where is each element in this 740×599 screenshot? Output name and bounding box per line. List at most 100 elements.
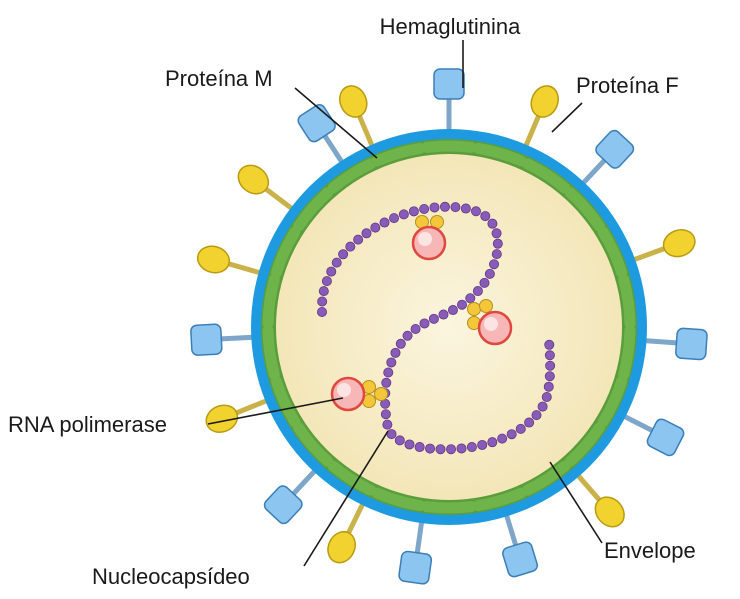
f-protein-oval	[237, 164, 270, 195]
hemagglutinin-stalk	[414, 518, 425, 556]
rna-polymerase-complex	[411, 215, 447, 261]
f-protein-head	[196, 245, 231, 274]
f-protein-oval	[205, 404, 239, 433]
matrix-protein-segment	[262, 273, 280, 329]
nucleocapsid-bead	[515, 423, 526, 434]
matrix-protein-segment	[262, 325, 280, 381]
f-protein-head	[205, 404, 239, 433]
nucleocapsid-bead	[435, 444, 446, 455]
hemagglutinin-stalk	[642, 338, 679, 346]
nucleocapsid-bead	[460, 203, 471, 214]
nucleocapsid-bead	[345, 241, 356, 252]
nucleocapsid-bead	[419, 203, 430, 214]
nucleocapsid-bead	[404, 439, 415, 450]
nucleocapsid-bead	[439, 201, 450, 212]
hemagglutinin-square	[433, 68, 465, 100]
nucleocapsid-bead	[489, 259, 500, 270]
hemagglutinin-stalk	[218, 334, 256, 342]
hemagglutinin-square	[297, 104, 336, 143]
nucleocapsid-bead	[506, 429, 517, 440]
f-protein-oval	[339, 85, 368, 118]
leader-envelope	[549, 461, 603, 544]
hemagglutinin-head	[595, 129, 635, 169]
f-protein-stalk	[357, 114, 375, 150]
nucleocapsid-bead	[545, 360, 556, 371]
matrix-protein-segment	[521, 158, 571, 194]
hemagglutinin-stalk	[503, 511, 519, 548]
hemagglutinin-square	[190, 323, 223, 356]
f-protein-head	[530, 85, 559, 118]
nucleocapsid-bead	[428, 313, 439, 324]
f-protein-head	[327, 530, 356, 564]
hemagglutinin-stalk	[621, 413, 655, 434]
hemagglutinin-square	[263, 485, 303, 525]
matrix-protein-segments	[262, 140, 636, 514]
nucleocapsid-bead	[321, 276, 332, 287]
f-protein-oval	[530, 85, 559, 118]
matrix-protein-segment	[597, 375, 628, 428]
f-protein-head	[237, 164, 270, 195]
nucleocapsid-bead	[544, 350, 555, 361]
nucleocapsid-bead	[316, 306, 327, 317]
polymerase-highlight	[337, 383, 351, 397]
leader-proteina-m	[294, 87, 378, 159]
polymerase-subunit	[467, 302, 481, 316]
nucleocapsid-bead	[438, 309, 449, 320]
nucleocapsid-bead	[326, 266, 337, 277]
matrix-protein-segment	[327, 158, 377, 194]
hemagglutinin-head	[675, 327, 708, 361]
nucleocapsid-bead	[394, 435, 405, 446]
matrix-protein-segment	[270, 226, 301, 279]
f-protein-stalk	[264, 187, 295, 212]
nucleocapsid-bead	[487, 437, 498, 448]
nucleocapsid-bead	[390, 347, 401, 358]
hemagglutinin-square	[595, 129, 635, 169]
nucleocapsid-bead	[398, 209, 409, 220]
nucleocapsid-bead	[484, 268, 495, 279]
nucleocapsid-bead	[446, 444, 457, 455]
label-proteina-m: Proteína M	[165, 66, 273, 91]
hemagglutinin-head	[190, 323, 223, 356]
f-protein-stalk	[575, 472, 602, 502]
nucleocapsid-bead	[380, 409, 391, 420]
matrix-protein-segment	[327, 460, 377, 496]
nucleocapsid-bead	[410, 323, 421, 334]
matrix-protein-segment	[293, 422, 334, 467]
f-protein-stalk	[523, 114, 541, 150]
nucleocapsid-bead	[541, 392, 552, 403]
nucleocapsid-bead	[447, 305, 458, 316]
nucleocapsid-bead	[492, 238, 503, 249]
label-envelope: Envelope	[604, 538, 696, 563]
nucleocapsid-bead	[543, 381, 554, 392]
nucleocapsid-bead	[466, 442, 477, 453]
nucleocapsid-bead	[317, 296, 328, 307]
label-rna-polimerase: RNA polimerase	[8, 412, 167, 437]
nucleocapsid-bead	[531, 410, 542, 421]
nucleocapsid-bead	[491, 249, 502, 260]
matrix-protein-segment	[618, 325, 636, 381]
hemagglutinin-square	[646, 418, 685, 457]
nucleocapsid-bead	[425, 443, 436, 454]
nucleocapsid-bead	[479, 277, 490, 288]
nucleocapsid-bead	[457, 299, 468, 310]
nucleocapsid-bead	[353, 234, 364, 245]
nucleocapsid-bead	[414, 442, 425, 453]
nucleocapsid-bead	[338, 249, 349, 260]
leader-nucleocapsideo	[303, 430, 389, 567]
nucleocapsid-bead	[381, 377, 392, 388]
nucleocapsid-bead	[456, 443, 467, 454]
matrix-protein-segment	[421, 501, 477, 514]
f-protein-oval	[662, 229, 696, 258]
f-protein-stalk	[235, 397, 270, 415]
nucleocapsid-bead	[450, 202, 461, 213]
nucleocapsid-bead	[389, 213, 400, 224]
nucleocapsid-bead	[370, 222, 381, 233]
f-protein-head	[594, 496, 625, 528]
nucleocapsid-bead	[383, 367, 394, 378]
nucleocapsid-bead	[382, 419, 393, 430]
hemagglutinin-stalk	[322, 133, 345, 166]
matrix-protein-segment	[371, 142, 426, 167]
f-protein-oval	[327, 530, 356, 564]
nucleocapsid-bead	[379, 217, 390, 228]
f-protein-stalk	[630, 246, 666, 263]
